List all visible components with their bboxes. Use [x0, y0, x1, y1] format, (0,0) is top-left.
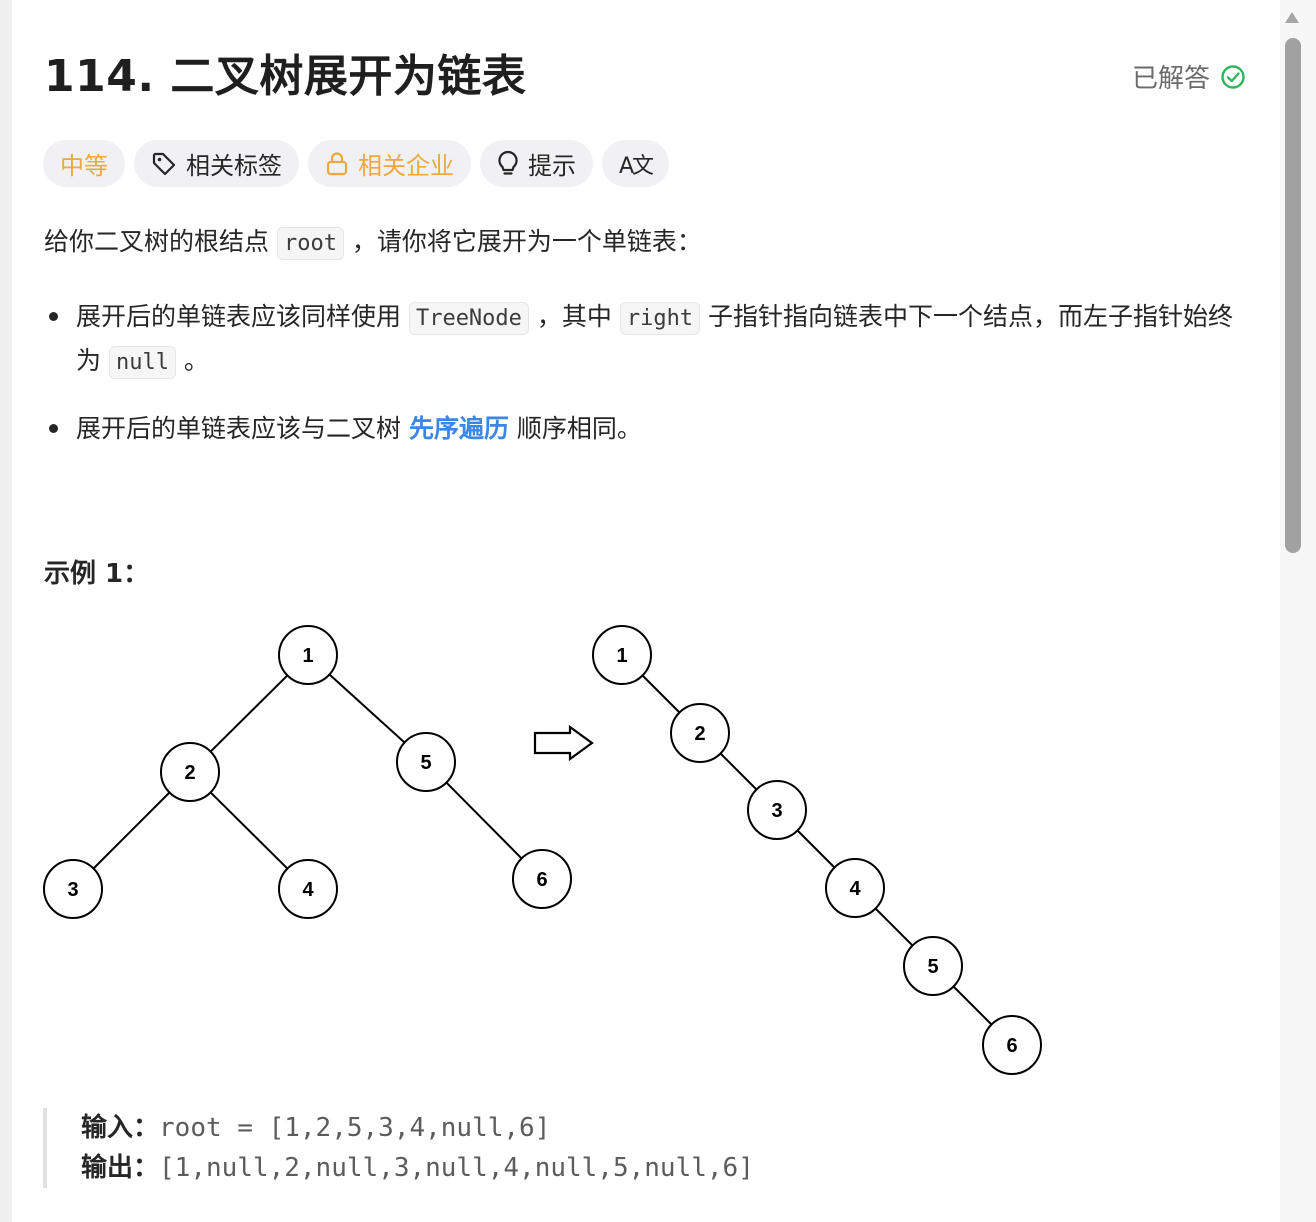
node-label: 6 [1006, 1035, 1017, 1057]
check-circle-icon [1221, 64, 1245, 89]
problem-panel [12, 0, 1280, 1222]
tag-bar: 中等 相关标签 相关企业 提示 A文 [43, 140, 670, 187]
intro-text-after: ，请你将它展开为一个单链表： [343, 227, 702, 256]
output-line: 输出：[1,null,2,null,3,null,4,null,5,null,6… [81, 1148, 754, 1188]
code-treenode: TreeNode [408, 302, 529, 335]
bullet-text: ，其中 [528, 302, 620, 331]
example-title: 示例 1： [44, 559, 150, 589]
bullet-text: 展开后的单链表应该同样使用 [76, 302, 409, 331]
node-label: 4 [849, 878, 861, 900]
translate-icon: A文 [619, 153, 654, 179]
bullet-dot [49, 424, 58, 433]
difficulty-label: 中等 [60, 152, 108, 180]
requirements-list: 展开后的单链表应该同样使用 TreeNode ，其中 right 子指针指向链表… [44, 296, 1244, 474]
list-item: 展开后的单链表应该同样使用 TreeNode ，其中 right 子指针指向链表… [44, 296, 1244, 384]
problem-intro: 给你二叉树的根结点 root ，请你将它展开为一个单链表： [44, 222, 702, 264]
tree-node: 6 [512, 849, 572, 909]
solved-label: 已解答 [1131, 64, 1210, 94]
list-item: 展开后的单链表应该与二叉树 先序遍历 顺序相同。 [44, 408, 1244, 450]
input-label: 输入： [81, 1113, 160, 1143]
tree-node: 5 [396, 732, 456, 792]
input-value: root = [1,2,5,3,4,null,6] [159, 1113, 551, 1143]
tree-node: 3 [43, 859, 103, 919]
tree-edge [796, 829, 836, 869]
tree-node: 4 [278, 859, 338, 919]
solved-status: 已解答 [1132, 58, 1246, 95]
tree-edge [328, 673, 406, 744]
node-label: 6 [536, 869, 547, 891]
example-io: 输入：root = [1,2,5,3,4,null,6] 输出：[1,null,… [43, 1108, 754, 1188]
node-label: 4 [302, 879, 314, 901]
tree-edge [209, 674, 289, 753]
bullet-text: 展开后的单链表应该与二叉树 [76, 414, 409, 443]
related-tags-button[interactable]: 相关标签 [134, 140, 299, 187]
difficulty-tag[interactable]: 中等 [43, 140, 125, 187]
tree-node: 2 [160, 742, 220, 802]
output-value: [1,null,2,null,3,null,4,null,5,null,6] [159, 1153, 754, 1183]
tree-edge [952, 985, 993, 1026]
code-right: right [619, 302, 701, 335]
preorder-link[interactable]: 先序遍历 [408, 414, 509, 443]
scroll-up-arrow-icon[interactable] [1285, 12, 1299, 23]
hint-label: 提示 [528, 152, 576, 180]
list-node: 3 [747, 780, 807, 840]
output-label: 输出： [81, 1153, 160, 1183]
code-null: null [108, 346, 176, 379]
node-label: 2 [184, 762, 195, 784]
tree-edge [92, 791, 171, 870]
list-node: 1 [592, 625, 652, 685]
code-root: root [276, 227, 344, 260]
tree-edge [641, 674, 681, 714]
bullet-text: 。 [175, 346, 209, 375]
hint-button[interactable]: 提示 [480, 140, 593, 187]
related-companies-label: 相关企业 [358, 152, 454, 180]
bullet-dot [49, 312, 58, 321]
node-label: 2 [694, 723, 705, 745]
input-line: 输入：root = [1,2,5,3,4,null,6] [81, 1108, 754, 1148]
list-node: 6 [982, 1015, 1042, 1075]
related-tags-label: 相关标签 [186, 152, 282, 180]
node-label: 3 [67, 879, 78, 901]
tree-edge [445, 781, 523, 860]
node-label: 5 [420, 752, 431, 774]
tree-edge [874, 907, 914, 947]
scrollbar-thumb[interactable] [1285, 38, 1301, 553]
arrow-right-icon [533, 724, 594, 762]
node-label: 5 [927, 956, 938, 978]
tree-edge [209, 791, 289, 870]
related-companies-button[interactable]: 相关企业 [308, 140, 471, 187]
list-node: 2 [670, 703, 730, 763]
example-diagram: 1 2 5 3 4 6 1 2 3 4 5 6 [43, 625, 1042, 1075]
list-node: 4 [825, 858, 885, 918]
tree-edge [719, 752, 758, 791]
node-label: 3 [771, 800, 782, 822]
bullet-text: 子指针指向链表中下一个结点，而左子指针始终为 [76, 302, 1234, 375]
page-title: 114. 二叉树展开为链表 [44, 51, 527, 102]
bullet-text: 顺序相同。 [508, 414, 642, 443]
lock-icon [326, 151, 348, 175]
list-node: 5 [903, 936, 963, 996]
intro-text: 给你二叉树的根结点 [44, 227, 277, 256]
tag-icon [152, 152, 176, 175]
translate-button[interactable]: A文 [602, 140, 670, 187]
tree-node: 1 [278, 625, 338, 685]
node-label: 1 [616, 645, 627, 667]
node-label: 1 [302, 645, 313, 667]
lightbulb-icon [498, 150, 518, 175]
